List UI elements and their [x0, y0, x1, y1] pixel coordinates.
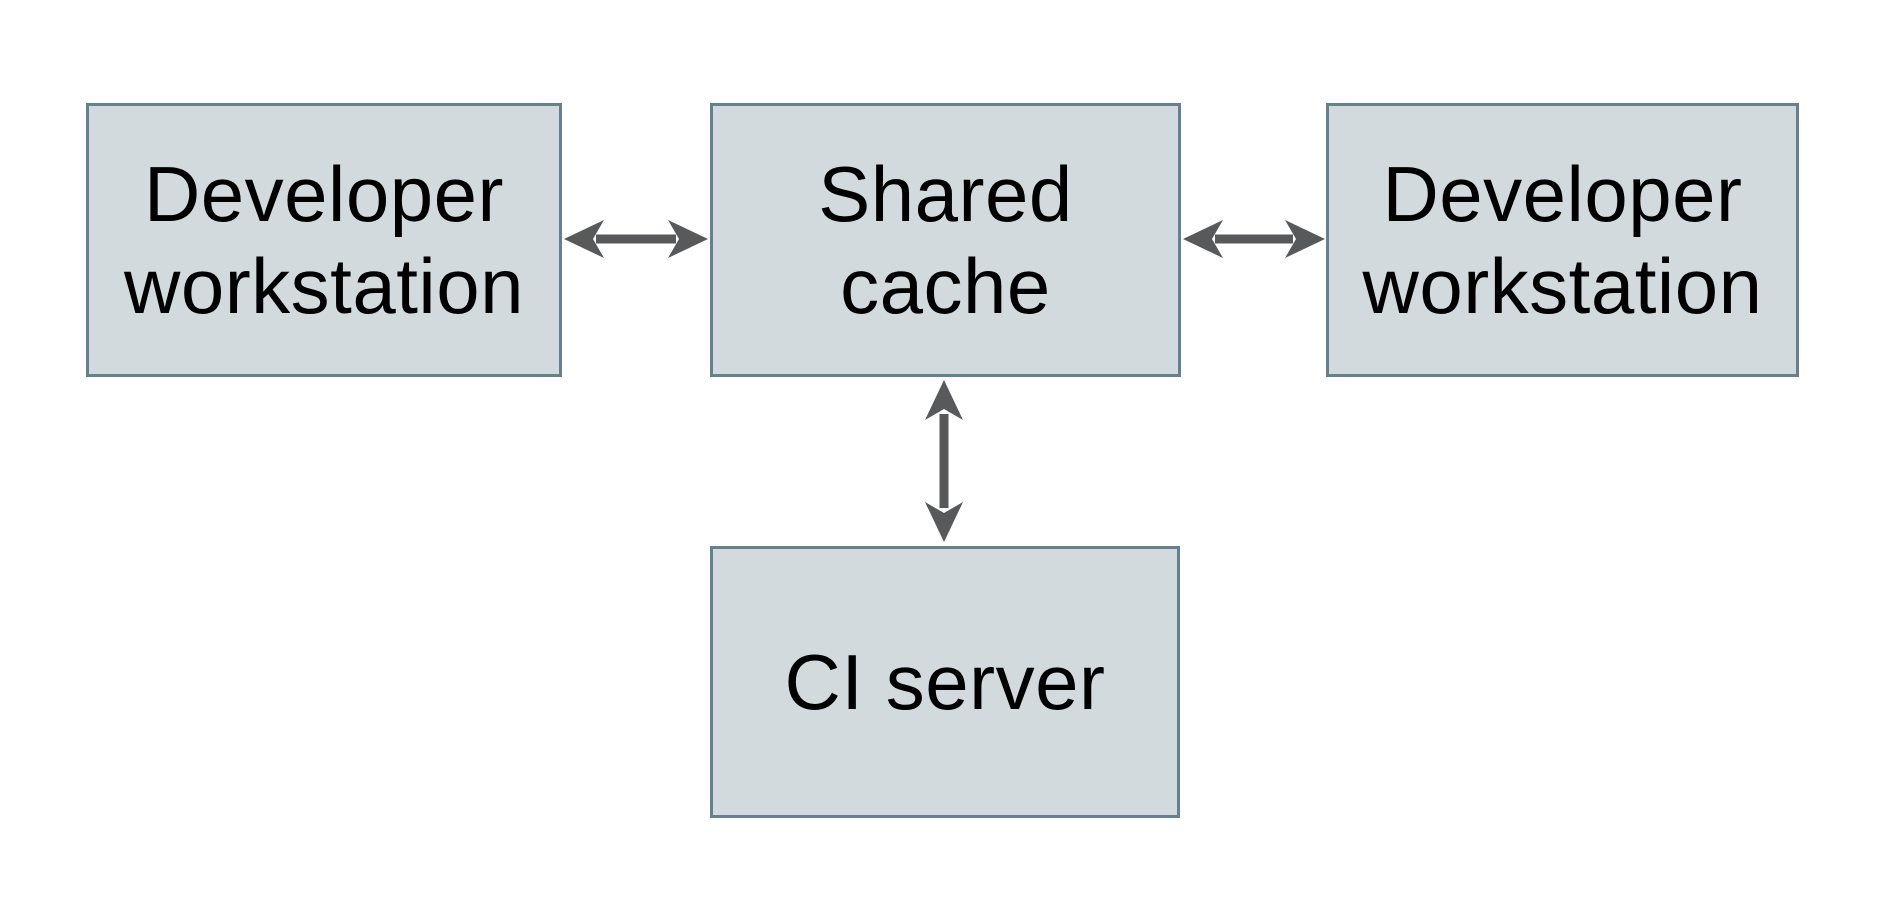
node-label-developer-workstation-left: Developer workstation — [124, 150, 524, 330]
arrowhead-right-icon — [668, 220, 708, 258]
node-shared-cache: Shared cache — [710, 103, 1181, 377]
arrow-shared-cache-to-ci-server-icon — [925, 380, 963, 542]
node-ci-server: CI server — [710, 546, 1180, 818]
node-label-shared-cache: Shared cache — [818, 150, 1073, 330]
arrowhead-down-icon — [925, 502, 963, 542]
arrowhead-right-icon — [1285, 220, 1325, 258]
arrow-shared-cache-to-dev-right-icon — [1183, 220, 1325, 258]
node-developer-workstation-right: Developer workstation — [1326, 103, 1799, 377]
arrowhead-left-icon — [564, 220, 604, 258]
node-label-ci-server: CI server — [784, 638, 1106, 726]
node-label-developer-workstation-right: Developer workstation — [1362, 150, 1763, 330]
arrowhead-up-icon — [925, 380, 963, 420]
node-developer-workstation-left: Developer workstation — [86, 103, 562, 377]
arrow-dev-left-to-shared-cache-icon — [564, 220, 708, 258]
arrowhead-left-icon — [1183, 220, 1223, 258]
